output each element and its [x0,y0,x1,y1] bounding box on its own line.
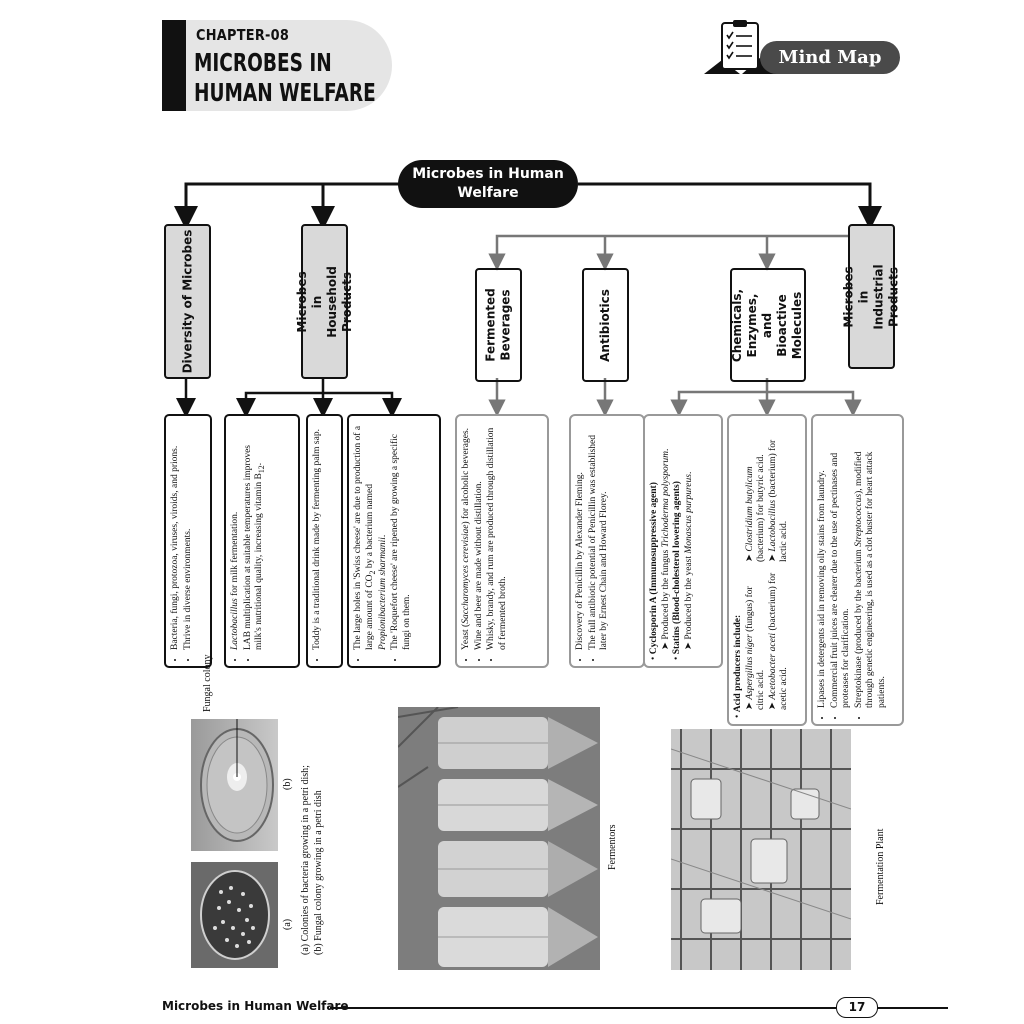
branch-industrial: Microbes in Industrial Products [842,224,901,369]
footer-title: Microbes in Human Welfare [162,999,349,1013]
branch-chemicals: Chemicals, Enzymes, and Bioactive Molecu… [730,268,806,382]
bacteria-colony-photo [191,862,278,968]
chapter-bar [162,20,186,111]
detail-cyclosporin-statins: • Cyclosporin A (Immunosuppressive agent… [643,414,723,668]
chapter-title-line2: HUMAN WELFARE [194,78,376,107]
mind-map-badge: Mind Map [760,41,900,74]
footer-rule-right [876,1007,948,1009]
figure-label-b: (b) [282,778,293,790]
branch-diversity: Diversity of Microbes [164,224,211,379]
mindmap-root: Microbes in Human Welfare [398,160,578,208]
branch-antibiotics: Antibiotics [582,268,629,382]
petri-caption-b: (b) Fungal colony growing in a petri dis… [313,790,324,955]
chapter-title: MICROBES IN HUMAN WELFARE [194,48,376,108]
detail-acid-producers: • Acid producers include: ➤ Aspergillus … [727,414,807,726]
chapter-header [186,20,392,111]
fungal-colony-photo [191,719,278,851]
branch-household: Microbes in Household Products [295,224,354,379]
detail-toddy: Toddy is a traditional drink made by fer… [306,414,343,668]
branch-fermented: Fermented Beverages [475,268,522,382]
detail-fermented: Yeast (Saccharomyces cerevisiae) for alc… [455,414,549,668]
detail-cheese: The large holes in 'Swiss cheese' are du… [347,414,441,668]
plant-caption: Fermentation Plant [875,828,886,905]
chapter-number: CHAPTER-08 [196,26,290,44]
detail-lactobacillus: Lactobacillus for milk fermentation. LAB… [224,414,300,668]
figure-label-a: (a) [282,918,293,930]
detail-enzymes: Lipases in detergents aid in removing oi… [811,414,904,726]
clipboard-checklist-icon [704,20,778,74]
fermentors-photo [398,707,600,970]
chapter-title-line1: MICROBES IN [194,48,332,77]
detail-diversity: Bacteria, fungi, protozoa, viruses, viro… [164,414,212,668]
petri-caption-a: (a) Colonies of bacteria growing in a pe… [300,765,311,955]
fungal-colony-label: Fungal colony [202,654,213,713]
page-number: 17 [836,997,878,1018]
fermentation-plant-photo [671,729,851,970]
footer-rule [330,1007,836,1009]
fermentors-caption: Fermentors [607,824,618,870]
detail-antibiotics: Discovery of Penicillin by Alexander Fle… [569,414,645,668]
